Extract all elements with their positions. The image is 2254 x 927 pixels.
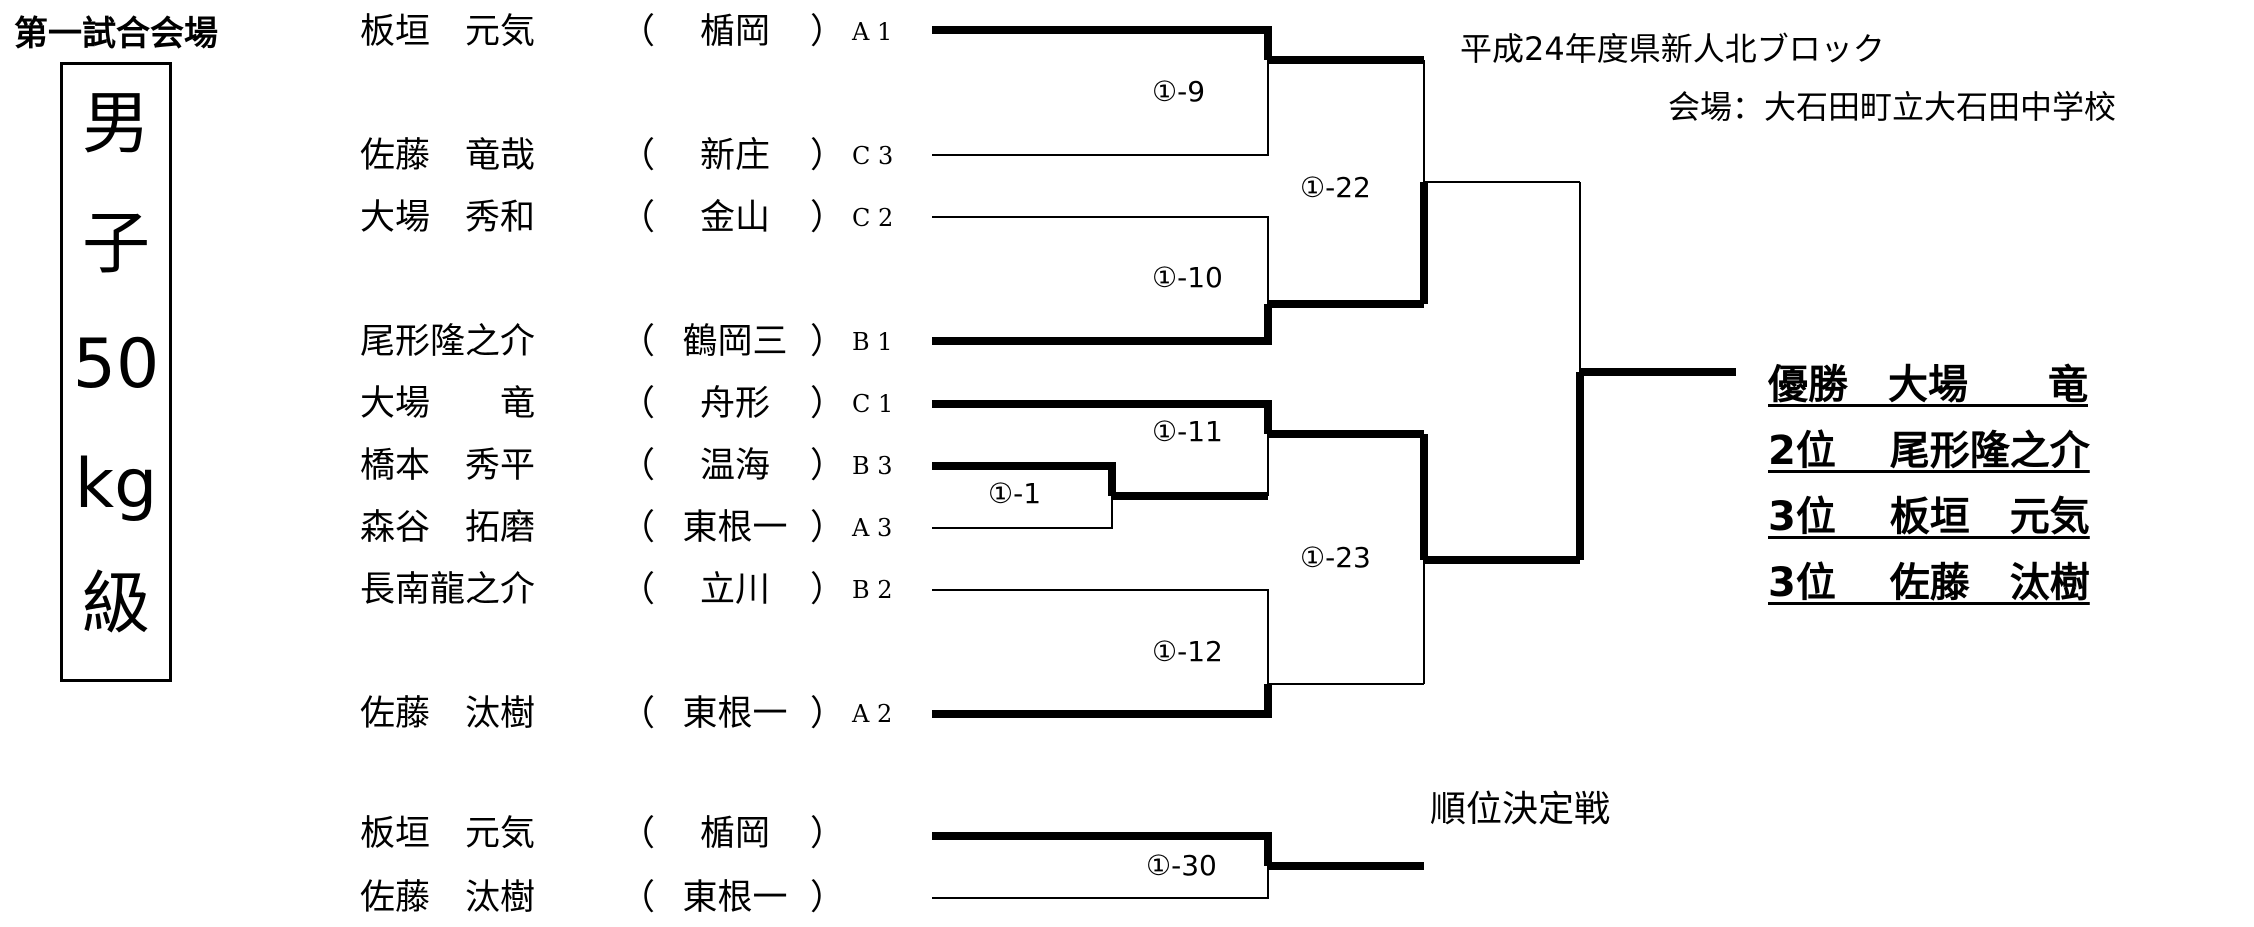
paren-open: （	[620, 878, 656, 918]
competitor-seed: A 1	[852, 18, 893, 46]
competitor-school: 温海	[699, 446, 770, 486]
result-second: 2位 尾形隆之介	[1768, 428, 2090, 474]
competitor-row: 尾形隆之介 （ 鶴岡三 ） B 1	[0, 322, 940, 362]
category-char: 級	[81, 565, 150, 644]
result-third: 3位 佐藤 汰樹	[1768, 560, 2090, 606]
competitor-row: 長南龍之介 （ 立川 ） B 2	[0, 570, 940, 610]
competitor-row: 板垣 元気 （ 楯岡 ） A 1	[0, 12, 940, 52]
ranking-name: 佐藤 汰樹	[360, 878, 536, 918]
competitor-seed: A 2	[852, 700, 893, 728]
competitor-seed: B 3	[852, 452, 893, 480]
bracket-line	[932, 400, 1272, 434]
match-label: ①-23	[1300, 541, 1371, 574]
paren-open: （	[620, 446, 656, 486]
competitor-row: 森谷 拓磨 （ 東根一 ） A 3	[0, 508, 940, 548]
match-label: ①-9	[1152, 75, 1206, 108]
competitor-row: 橋本 秀平 （ 温海 ） B 3	[0, 446, 940, 486]
venue-location: 会場：大石田町立大石田中学校	[1668, 88, 2117, 126]
bracket-line	[932, 216, 1269, 304]
competitor-seed: A 3	[852, 514, 893, 542]
competitor-name: 森谷 拓磨	[360, 508, 536, 548]
competitor-seed: C 2	[852, 204, 894, 232]
ranking-row: 佐藤 汰樹 （ 東根一 ）	[0, 878, 900, 918]
bracket-line	[932, 866, 1269, 899]
paren-close: ）	[810, 384, 846, 424]
paren-open: （	[620, 570, 656, 610]
competitor-row: 大場 竜 （ 舟形 ） C 1	[0, 384, 940, 424]
ranking-row: 板垣 元気 （ 楯岡 ）	[0, 814, 900, 854]
tournament-title: 平成24年度県新人北ブロック	[1460, 30, 1885, 68]
bracket-line	[932, 462, 1116, 496]
competitor-school: 鶴岡三	[682, 322, 788, 362]
competitor-school: 東根一	[682, 694, 788, 734]
ranking-name: 板垣 元気	[360, 814, 536, 854]
match-label: ①-30	[1146, 849, 1217, 882]
result-third: 3位 板垣 元気	[1768, 494, 2090, 540]
bracket-line	[932, 304, 1272, 345]
category-char: 男	[81, 85, 150, 164]
bracket-line	[932, 589, 1269, 684]
paren-close: ）	[810, 322, 846, 362]
paren-open: （	[620, 814, 656, 854]
venue-title: 第一試合会場	[14, 14, 218, 54]
ranking-title: 順位決定戦	[1430, 789, 1611, 830]
ranking-school: 東根一	[682, 878, 788, 918]
competitor-school: 東根一	[682, 508, 788, 548]
bracket-line	[932, 684, 1272, 718]
competitor-name: 佐藤 竜哉	[360, 136, 536, 176]
competitor-school: 立川	[699, 570, 770, 610]
competitor-name: 橋本 秀平	[360, 446, 536, 486]
ranking-school: 楯岡	[699, 814, 770, 854]
competitor-seed: B 2	[852, 576, 893, 604]
competitor-name: 板垣 元気	[360, 12, 536, 52]
bracket-line	[932, 60, 1269, 156]
paren-close: ）	[810, 446, 846, 486]
bracket-line	[932, 496, 1113, 529]
match-label: ①-10	[1152, 261, 1223, 294]
bracket-line	[932, 26, 1272, 60]
competitor-name: 尾形隆之介	[360, 322, 536, 362]
category-box: 男 子 50 kg 級	[60, 62, 172, 682]
paren-close: ）	[810, 878, 846, 918]
paren-close: ）	[810, 694, 846, 734]
category-char: kg	[74, 445, 158, 524]
paren-close: ）	[810, 570, 846, 610]
paren-open: （	[620, 384, 656, 424]
competitor-row: 佐藤 汰樹 （ 東根一 ） A 2	[0, 694, 940, 734]
bracket-line	[932, 832, 1272, 866]
paren-open: （	[620, 322, 656, 362]
competitor-school: 舟形	[699, 384, 770, 424]
competitor-row: 佐藤 竜哉 （ 新庄 ） C 3	[0, 136, 940, 176]
competitor-name: 大場 秀和	[360, 198, 536, 238]
match-label: ①-12	[1152, 635, 1223, 668]
competitor-school: 楯岡	[699, 12, 770, 52]
paren-close: ）	[810, 508, 846, 548]
category-char: 50	[72, 325, 160, 404]
category-char: 子	[81, 205, 150, 284]
competitor-seed: B 1	[852, 328, 893, 356]
paren-open: （	[620, 198, 656, 238]
match-label: ①-11	[1152, 415, 1223, 448]
competitor-school: 新庄	[699, 136, 770, 176]
competitor-school: 金山	[699, 198, 770, 238]
result-winner: 優勝 大場 竜	[1768, 362, 2088, 408]
paren-close: ）	[810, 814, 846, 854]
competitor-seed: C 3	[852, 142, 894, 170]
match-label: ①-22	[1300, 171, 1371, 204]
competitor-name: 大場 竜	[360, 384, 536, 424]
match-label: ①-1	[988, 477, 1042, 510]
paren-open: （	[620, 136, 656, 176]
paren-close: ）	[810, 198, 846, 238]
paren-close: ）	[810, 12, 846, 52]
competitor-name: 佐藤 汰樹	[360, 694, 536, 734]
competitor-name: 長南龍之介	[360, 570, 536, 610]
paren-open: （	[620, 694, 656, 734]
paren-close: ）	[810, 136, 846, 176]
competitor-row: 大場 秀和 （ 金山 ） C 2	[0, 198, 940, 238]
paren-open: （	[620, 12, 656, 52]
paren-open: （	[620, 508, 656, 548]
competitor-seed: C 1	[852, 390, 894, 418]
